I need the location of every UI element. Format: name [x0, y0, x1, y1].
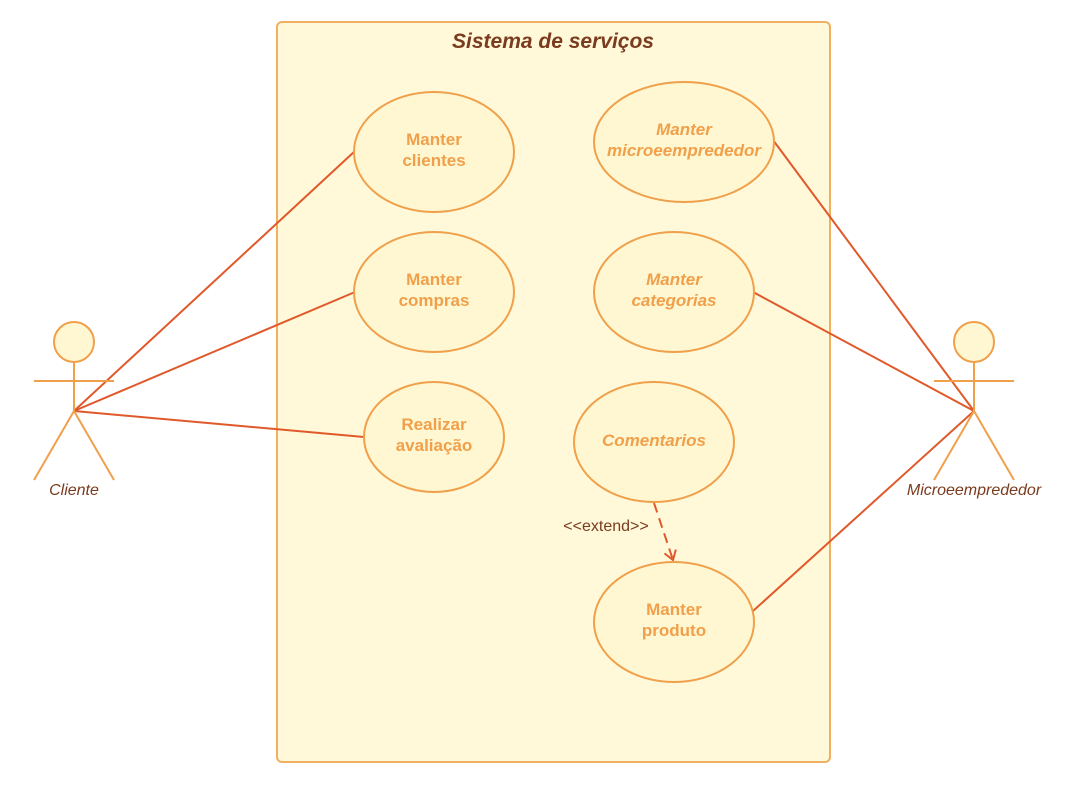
use-case-label-line1: Manter [646, 270, 703, 289]
use-case-label-line1: Manter [406, 130, 462, 149]
use-case-comentarios[interactable]: Comentarios [573, 381, 735, 503]
use-case-label-line1: Manter [646, 600, 702, 619]
use-case-manter-produto[interactable]: Manter produto [593, 561, 755, 683]
use-case-ellipse [353, 91, 515, 213]
assoc-cliente-realizar-avaliacao [73, 410, 365, 438]
use-case-label-line2: categorias [631, 291, 716, 310]
use-case-ellipse [593, 231, 755, 353]
assoc-cliente-manter-compras [73, 291, 356, 412]
use-case-manter-clientes[interactable]: Manter clientes [353, 91, 515, 213]
system-title: Sistema de serviços [452, 30, 654, 53]
use-case-realizar-avaliacao[interactable]: Realizar avaliação [363, 381, 505, 493]
use-case-ellipse [593, 81, 775, 203]
use-case-manter-compras[interactable]: Manter compras [353, 231, 515, 353]
actor-cliente[interactable] [33, 321, 115, 481]
actor-cliente-label: Cliente [49, 482, 99, 499]
use-case-label-line2: avaliação [396, 436, 473, 455]
actor-microempreendedor-label: Microeemprededor [907, 482, 1042, 499]
use-case-manter-microempreendedor[interactable]: Manter microeemprededor [593, 81, 775, 203]
assoc-cliente-manter-clientes [73, 150, 356, 412]
extend-label: <<extend>> [563, 518, 648, 535]
actor-microempreendedor[interactable] [933, 321, 1015, 481]
use-case-ellipse [573, 381, 735, 503]
use-case-ellipse [363, 381, 505, 493]
use-case-label-line2: microeemprededor [607, 141, 762, 160]
use-case-ellipse [353, 231, 515, 353]
use-case-label-line2: clientes [402, 151, 465, 170]
assoc-micro-manter-microempreendedor [772, 139, 975, 412]
assoc-micro-manter-produto [752, 410, 975, 612]
use-case-label-line2: produto [642, 621, 706, 640]
use-case-ellipse [593, 561, 755, 683]
use-case-label-line1: Manter [406, 270, 462, 289]
use-case-label-line1: Manter [656, 120, 713, 139]
use-case-label-line2: compras [399, 291, 470, 310]
use-case-label-line1: Realizar [401, 415, 467, 434]
assoc-micro-manter-categorias [752, 291, 975, 412]
actor-head [53, 321, 95, 363]
extend-relation: <<extend>> [563, 502, 677, 562]
actor-head [953, 321, 995, 363]
actor-right-leg [73, 410, 115, 481]
actor-left-leg [33, 410, 75, 481]
extend-arrow [653, 502, 677, 562]
use-case-manter-categorias[interactable]: Manter categorias [593, 231, 755, 353]
actor-right-leg [973, 410, 1015, 481]
actor-left-leg [933, 410, 975, 481]
associations [73, 139, 975, 612]
use-case-label-line1: Comentarios [602, 431, 706, 450]
